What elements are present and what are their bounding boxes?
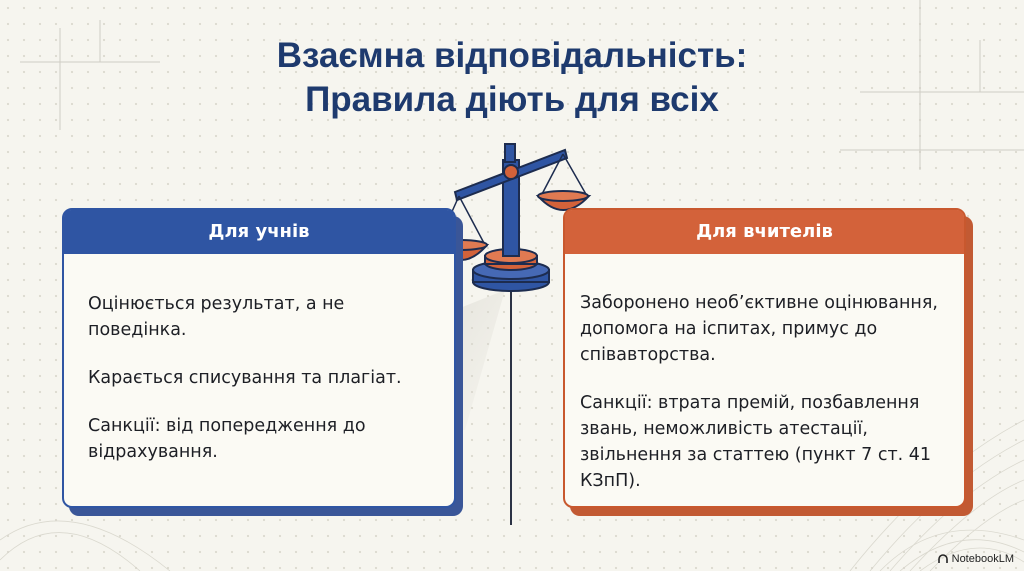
students-card-body: Оцінюється результат, а не поведінка. Ка… [64,254,454,465]
notebooklm-label: NotebookLM [951,553,1014,565]
notebooklm-logo-icon [937,554,948,564]
students-rule-1: Оцінюється результат, а не поведінка. [88,294,345,340]
scales-of-justice-icon [425,143,592,525]
students-card-header: Для учнів [64,210,454,254]
teachers-card-body: Заборонено необ’єктивне оцінювання, допо… [565,254,964,494]
teachers-card: Для вчителів Заборонено необ’єктивне оці… [563,208,966,508]
notebooklm-branding: NotebookLM [937,553,1014,565]
students-rule-2: Карається списування та плагіат. [88,368,402,388]
page-title-line-2: Правила діють для всіх [305,80,719,119]
students-card: Для учнів Оцінюється результат, а не пов… [62,208,456,508]
page-title: Взаємна відповідальність: Правила діють … [0,34,1024,122]
page-title-line-1: Взаємна відповідальність: [276,36,748,75]
teachers-card-header: Для вчителів [565,210,964,254]
teachers-prohibitions: Заборонено необ’єктивне оцінювання, допо… [580,293,938,365]
students-sanctions: Санкції: від попередження до відрахуванн… [88,416,366,462]
teachers-sanctions: Санкції: втрата премій, позбавлення зван… [580,393,932,491]
